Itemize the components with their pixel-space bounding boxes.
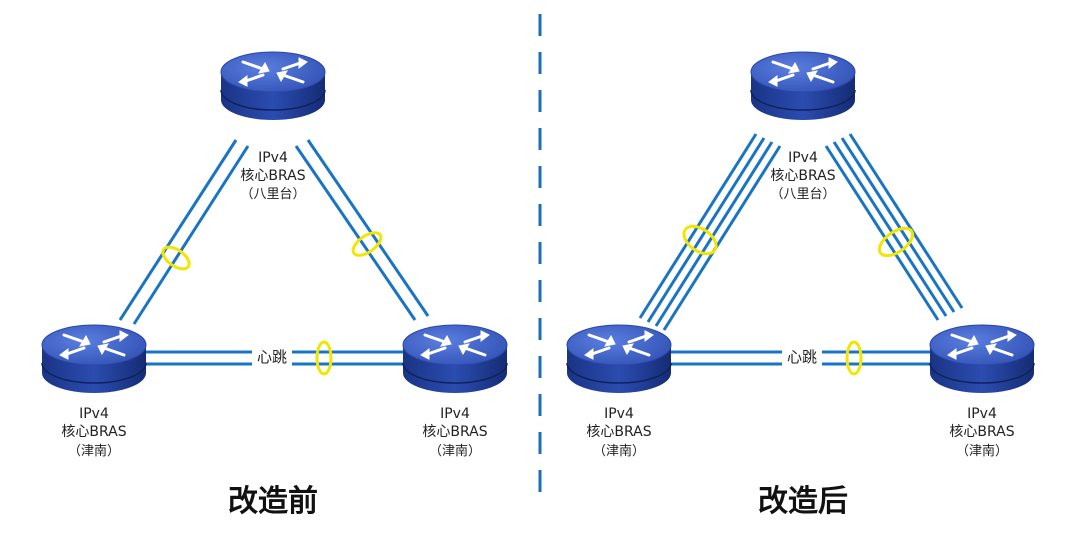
right-router-label-2: 核心BRAS: [422, 424, 487, 440]
left-router-label-2: 核心BRAS: [61, 424, 126, 440]
heartbeat-label-bg: [252, 346, 292, 368]
left-router-label-3: （津南）: [68, 443, 120, 459]
router-icon: [401, 323, 509, 395]
after-title: 改造后: [758, 484, 848, 519]
top-router-label-2: 核心BRAS: [240, 168, 305, 184]
router-icon: [40, 323, 148, 395]
right-router-label-2: 核心BRAS: [949, 424, 1014, 440]
bundle-ring: [161, 245, 191, 271]
bundle-ring: [351, 231, 383, 257]
left-bundle-rings: [161, 231, 383, 376]
link-line: [848, 133, 964, 309]
router-icon: [749, 50, 857, 122]
top-router-label-3: （八里台）: [240, 187, 305, 202]
left-router-label-3: （津南）: [593, 443, 645, 459]
right-bundle-rings: [682, 224, 915, 376]
left-diagram: 心跳 IPv4 核心BRAS （八里台） IPv4 核心BRAS （津南） IP…: [40, 50, 509, 519]
before-title: 改造前: [228, 484, 318, 519]
link-line: [294, 145, 417, 321]
router-icon: [219, 50, 327, 122]
top-router-label-2: 核心BRAS: [770, 168, 835, 184]
router-icon: [565, 323, 673, 395]
link-line: [132, 145, 250, 325]
right-router-label-3: （津南）: [956, 443, 1008, 459]
heartbeat-label-bg: [782, 346, 822, 368]
right-diagram: 心跳 IPv4 核心BRAS （八里台） IPv4 核心BRAS （津南） IP…: [565, 50, 1036, 519]
top-router-label-1: IPv4: [258, 150, 288, 166]
link-line: [662, 145, 782, 331]
heartbeat-label: 心跳: [787, 348, 817, 366]
link-line: [654, 141, 774, 327]
left-router-label-1: IPv4: [79, 406, 109, 422]
left-router-label-1: IPv4: [604, 406, 634, 422]
link-line: [306, 139, 430, 317]
right-router-label-1: IPv4: [440, 406, 470, 422]
bundle-ring: [877, 226, 915, 258]
router-icon: [928, 323, 1036, 395]
link-line: [824, 145, 940, 321]
top-router-label-1: IPv4: [788, 150, 818, 166]
bundle-ring: [315, 340, 333, 376]
link-line: [118, 139, 238, 321]
top-router-label-3: （八里台）: [770, 187, 835, 202]
link-line: [840, 137, 956, 313]
link-line: [832, 141, 948, 317]
heartbeat-label: 心跳: [257, 348, 287, 366]
bundle-ring: [845, 340, 863, 376]
right-router-label-3: （津南）: [429, 443, 481, 459]
bundle-ring: [682, 224, 718, 256]
right-router-label-1: IPv4: [967, 406, 997, 422]
left-router-label-2: 核心BRAS: [586, 424, 651, 440]
